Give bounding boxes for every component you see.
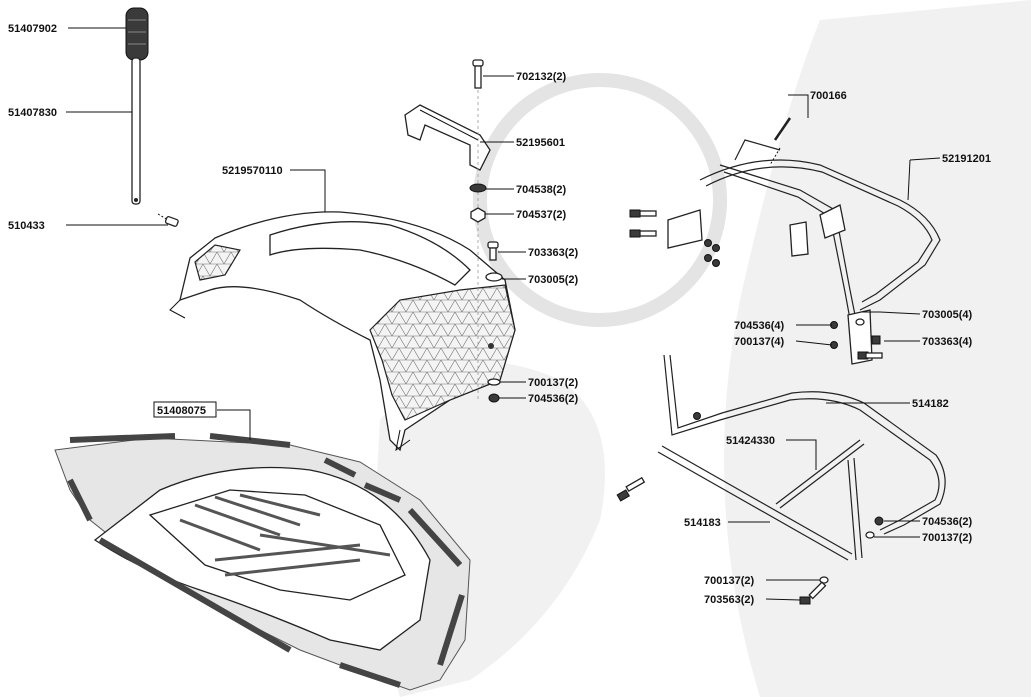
callout-5219570110: 5219570110 [222, 165, 283, 177]
leader-lines [66, 27, 941, 601]
handle-grip [125, 7, 149, 61]
callout-box-51408075 [153, 401, 217, 418]
callout-52191201: 52191201 [942, 153, 991, 165]
callout-514182: 514182 [912, 398, 949, 410]
callout-703005-4: 703005(4) [922, 309, 972, 321]
cover-handle [404, 104, 491, 171]
callout-510433: 510433 [8, 220, 45, 232]
callout-700137: 700137(2) [528, 377, 578, 389]
frame-bolts [629, 209, 883, 360]
callout-51424330: 51424330 [726, 435, 775, 447]
callout-703363: 703363(2) [528, 247, 578, 259]
callout-703563: 703563(2) [704, 594, 754, 606]
rod-51424330 [775, 439, 865, 509]
callout-704536-2b: 704536(2) [922, 516, 972, 528]
callout-703005: 703005(2) [528, 274, 578, 286]
rod-514183 [657, 445, 853, 561]
main-frame [667, 117, 941, 365]
lower-bolts [616, 412, 884, 605]
screw-510433 [157, 213, 179, 227]
callout-704537: 704537(2) [516, 209, 566, 221]
callout-704538: 704538(2) [516, 184, 566, 196]
callout-700137-4: 700137(4) [734, 336, 784, 348]
callout-51407902: 51407902 [8, 23, 57, 35]
grass-bag [54, 433, 471, 691]
callout-700137-2b: 700137(2) [922, 532, 972, 544]
callout-704536: 704536(2) [528, 393, 578, 405]
callout-51407830: 51407830 [8, 107, 57, 119]
callout-52195601: 52195601 [516, 137, 565, 149]
callout-700137-2c: 700137(2) [704, 575, 754, 587]
hardware-stack [469, 59, 503, 403]
callout-514183: 514183 [684, 517, 721, 529]
grass-bag-cover [169, 211, 516, 452]
callout-51408075: 51408075 [157, 405, 206, 417]
callout-700166: 700166 [810, 90, 847, 102]
callout-704536-4: 704536(4) [734, 320, 784, 332]
handle-rod [131, 57, 141, 205]
callout-703363-4: 703363(4) [922, 336, 972, 348]
callout-labels: 51407902 51407830 510433 5219570110 7021… [8, 23, 991, 606]
callout-702132: 702132(2) [516, 71, 566, 83]
